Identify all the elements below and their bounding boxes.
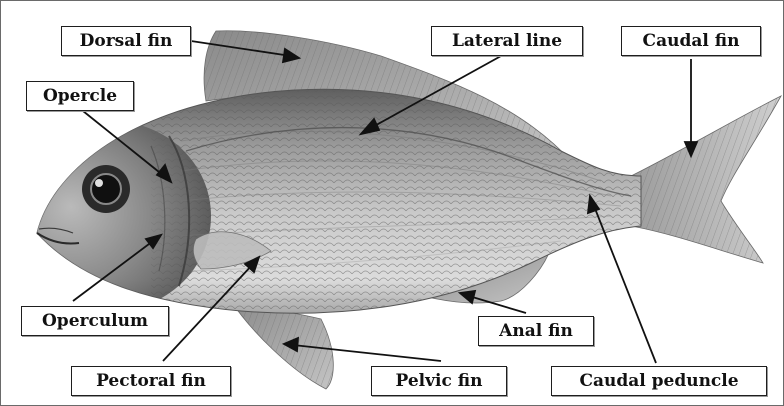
label-caudal-peduncle: Caudal peduncle	[551, 366, 767, 396]
label-anal-fin: Anal fin	[478, 316, 594, 346]
label-pectoral-fin: Pectoral fin	[71, 366, 231, 396]
label-caudal-fin: Caudal fin	[621, 26, 761, 56]
label-dorsal-fin: Dorsal fin	[61, 26, 191, 56]
label-operculum: Operculum	[21, 306, 169, 336]
label-lateral-line: Lateral line	[431, 26, 583, 56]
label-pelvic-fin: Pelvic fin	[371, 366, 507, 396]
label-opercle: Opercle	[26, 81, 134, 111]
